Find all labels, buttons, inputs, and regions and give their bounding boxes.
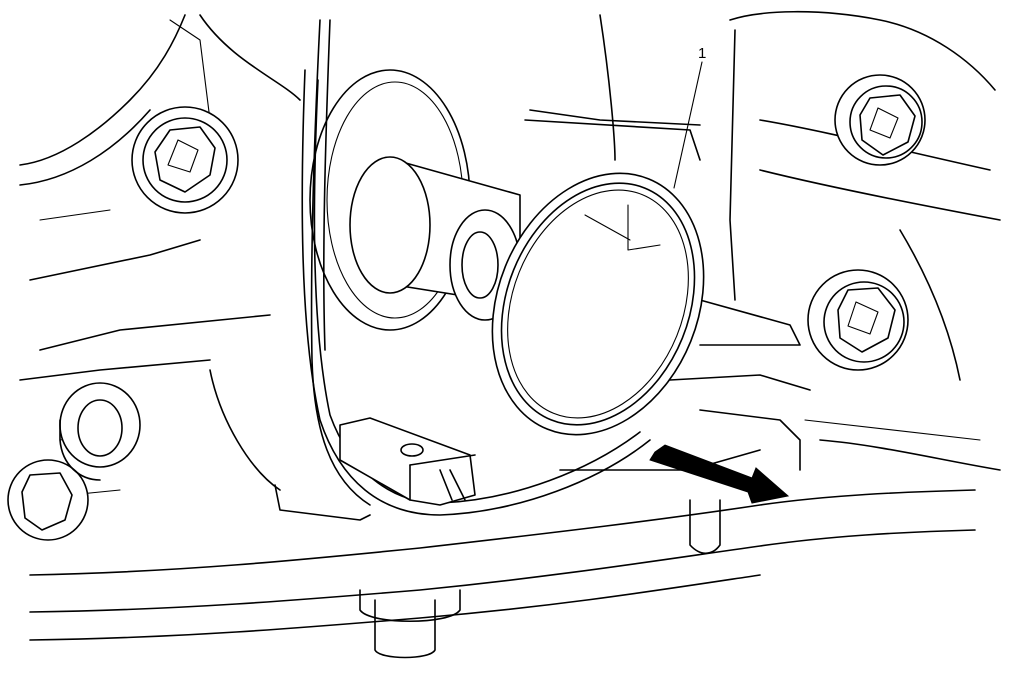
callout-1-label: 1 (698, 45, 706, 62)
bolt-upper-left (131, 106, 239, 214)
removal-direction-arrow-icon (649, 444, 790, 504)
callout-1-leader-line (673, 61, 703, 189)
shaft-seal (491, 172, 705, 436)
housing-outline (19, 10, 1001, 641)
dowel-pin (59, 382, 141, 481)
bolt-upper-right (834, 74, 926, 166)
bolt-lower-left (7, 459, 89, 541)
bolt-middle-right (807, 269, 909, 371)
callout-1: 1 (673, 45, 706, 189)
locating-tab (339, 417, 476, 506)
bottom-studs (359, 499, 721, 659)
